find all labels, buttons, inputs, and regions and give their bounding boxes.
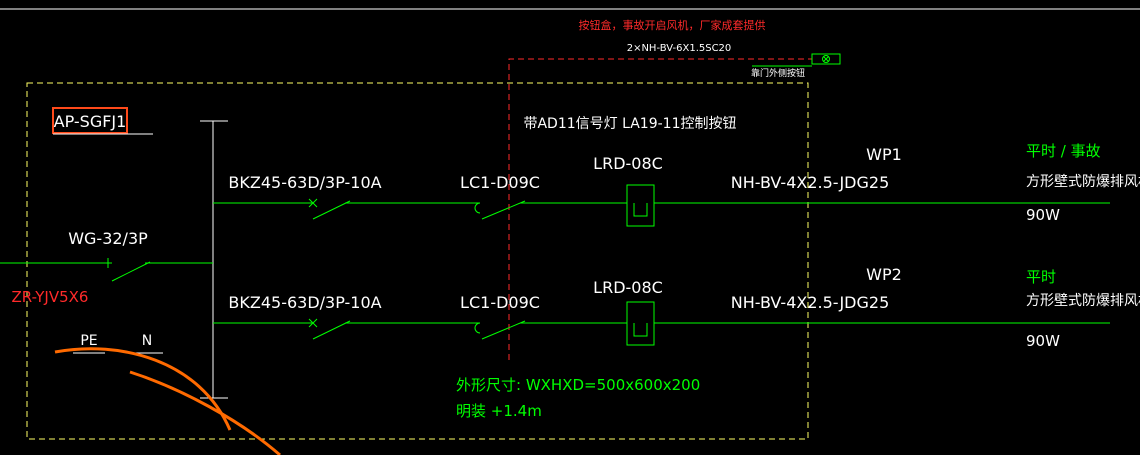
c1-relay-box [626, 184, 655, 227]
c1-cable-label: NH-BV-4X2.5-JDG25 [731, 173, 890, 192]
c1-contactor-arc-icon [474, 202, 481, 214]
door-button-label: 靠门外侧按钮 [751, 67, 805, 79]
pe-label: PE [80, 333, 97, 349]
panel-id-highlight [52, 107, 128, 134]
c2-mode: 平时 [1026, 268, 1056, 286]
c1-relay-element-icon [633, 203, 648, 217]
orange-curve-2 [129, 370, 281, 455]
c1-load: 方形壁式防爆排风机 [1026, 174, 1140, 190]
c2-relay-element-icon [633, 323, 648, 337]
incoming-cable-label: ZR-YJV5X6 [12, 288, 89, 306]
c1-mode: 平时 / 事故 [1026, 142, 1101, 160]
c2-contactor-label: LC1-D09C [460, 293, 540, 312]
c2-power: 90W [1026, 332, 1060, 350]
c1-breaker-blade [312, 200, 351, 220]
panel-size-note: 外形尺寸: WXHXD=500x600x200 [456, 376, 700, 394]
top-red-note: 按钮盒，事故开启风机，厂家成套提供 [579, 18, 766, 32]
c1-contactor-label: LC1-D09C [460, 173, 540, 192]
main-switch-blade [111, 261, 151, 282]
c1-relay-label: LRD-08C [593, 154, 663, 173]
c1-breaker-label: BKZ45-63D/3P-10A [228, 173, 381, 192]
circuit-1: BKZ45-63D/3P-10A LC1-D09C LRD-08C NH-BV-… [213, 142, 1140, 227]
control-cable-label: 2×NH-BV-6X1.5SC20 [627, 43, 732, 54]
c2-relay-box [626, 301, 655, 346]
c2-breaker-x-icon [308, 318, 318, 328]
c1-power: 90W [1026, 206, 1060, 224]
control-dashed-line [508, 58, 812, 360]
panel-box-outline [26, 82, 809, 440]
c2-breaker-label: BKZ45-63D/3P-10A [228, 293, 381, 312]
n-label: N [142, 333, 152, 349]
mount-note: 明装 +1.4m [456, 402, 542, 420]
orange-curve-1 [54, 347, 232, 431]
c2-circuit-id: WP2 [866, 265, 902, 284]
c2-contactor-arc-icon [474, 322, 481, 334]
panel-id: AP-SGFJ1 [54, 112, 127, 131]
button-lamp-cross-icon [823, 56, 829, 62]
c1-contactor-blade [481, 200, 526, 220]
signal-lamp-label: 带AD11信号灯 LA19-11控制按钮 [523, 116, 736, 132]
button-lamp-icon [822, 55, 830, 63]
c2-load: 方形壁式防爆排风机 [1026, 293, 1140, 309]
main-switch-label: WG-32/3P [68, 229, 148, 248]
c2-contactor-blade [481, 320, 526, 340]
c2-relay-label: LRD-08C [593, 278, 663, 297]
c1-circuit-id: WP1 [866, 145, 902, 164]
c2-breaker-blade [312, 320, 351, 340]
circuit-2: BKZ45-63D/3P-10A LC1-D09C LRD-08C NH-BV-… [213, 265, 1140, 350]
button-box-icon [811, 53, 841, 65]
c2-cable-label: NH-BV-4X2.5-JDG25 [731, 293, 890, 312]
c1-breaker-x-icon [308, 198, 318, 208]
